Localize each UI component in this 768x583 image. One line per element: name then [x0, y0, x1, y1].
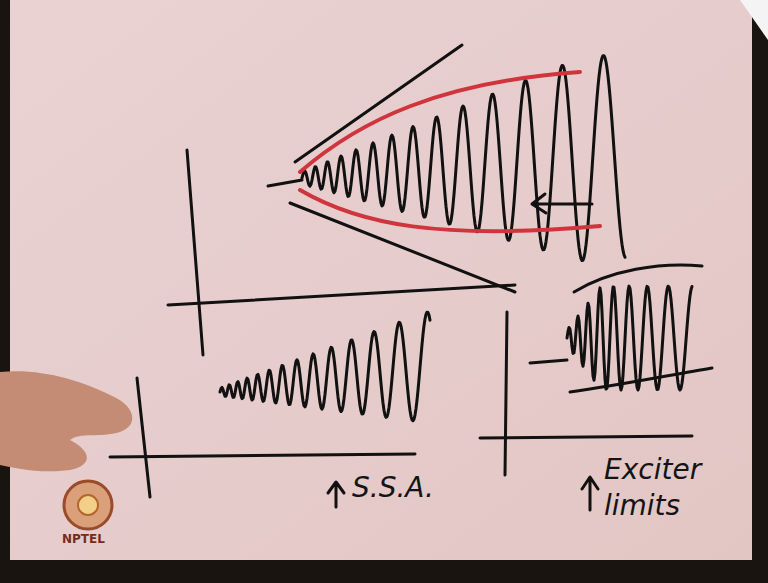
logo	[64, 481, 112, 529]
handwritten-label: S.S.A.	[352, 470, 434, 506]
limit-line	[574, 265, 702, 292]
arrow	[532, 194, 592, 213]
axis	[137, 378, 150, 497]
arrow	[582, 477, 598, 510]
paper-corner	[740, 0, 768, 40]
red-envelope	[300, 72, 580, 172]
handwritten-label: Exciter limits	[604, 452, 724, 525]
oscillation	[567, 286, 692, 390]
hand	[0, 371, 132, 471]
axis	[168, 285, 515, 305]
red-envelope	[300, 190, 600, 231]
oscillation	[220, 312, 430, 421]
signal-stub	[530, 360, 567, 363]
logo-text: NPTEL	[62, 532, 105, 548]
axis	[110, 454, 415, 457]
axis	[480, 436, 692, 438]
axis	[187, 150, 203, 355]
axis	[505, 312, 507, 475]
signal-stub	[268, 180, 302, 186]
envelope-line	[295, 45, 462, 162]
arrow	[328, 482, 344, 507]
paper	[10, 0, 752, 560]
